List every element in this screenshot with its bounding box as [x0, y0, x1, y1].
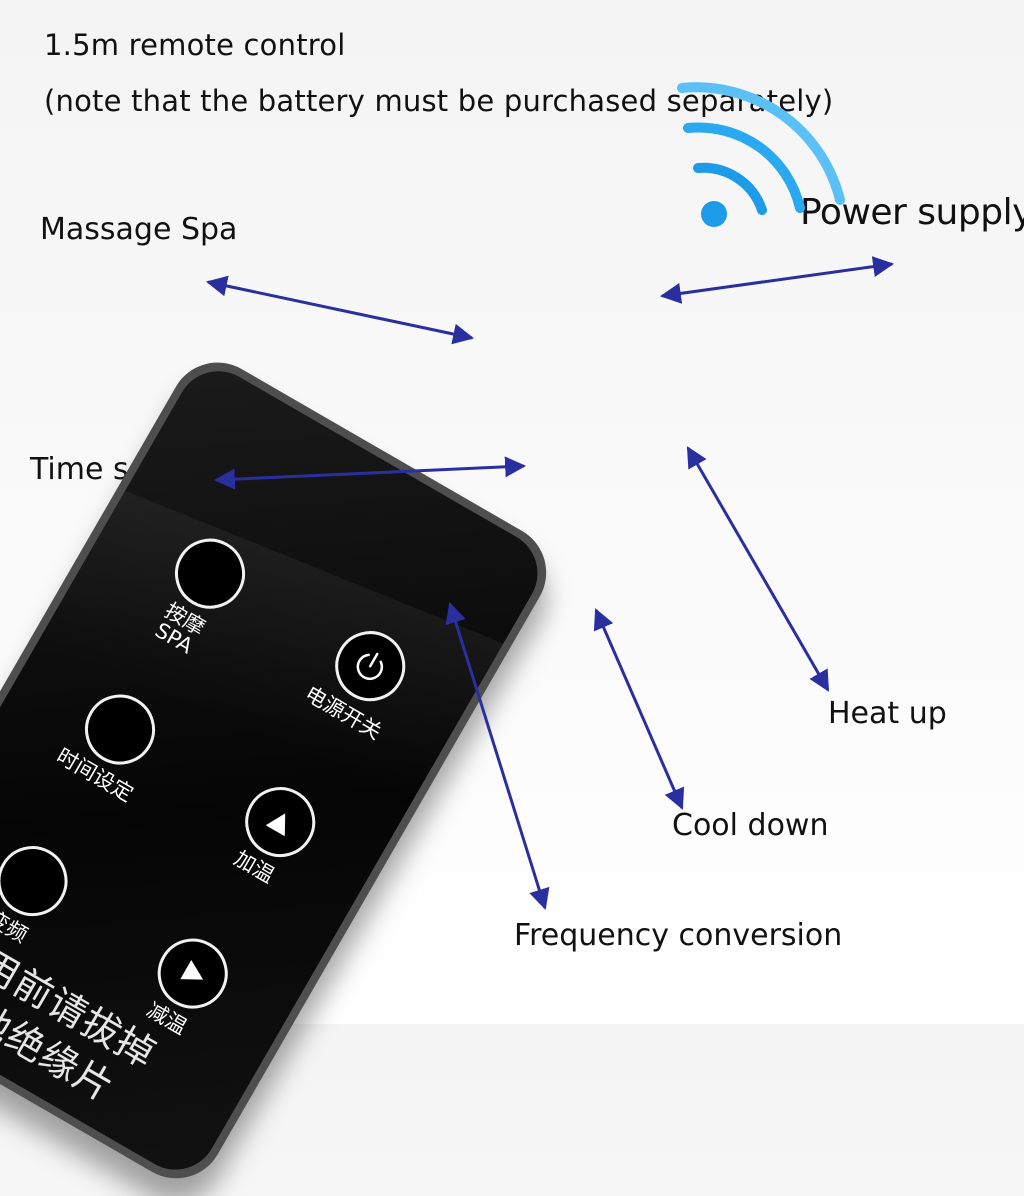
power-icon — [356, 652, 384, 681]
triangle-icon — [180, 960, 204, 980]
arrow-cool-down — [593, 608, 685, 810]
label-frequency-conversion: Frequency conversion — [514, 918, 843, 953]
label-heat-up: Heat up — [828, 696, 947, 731]
title-line: 1.5m remote control — [44, 28, 346, 62]
arrow-power-supply — [659, 256, 895, 304]
arrow-massage-spa — [205, 275, 475, 345]
triangle-icon — [265, 813, 286, 837]
label-cool-down: Cool down — [672, 808, 829, 843]
remote-control: 按摩 SPA 电源开关 时间设定 加温 变频 减温 — [0, 345, 564, 1196]
cool-down-button[interactable] — [144, 925, 241, 1022]
arrow-heat-up — [686, 446, 830, 692]
power-button[interactable] — [322, 618, 419, 714]
label-power-supply: Power supply — [800, 192, 1024, 233]
heat-up-button[interactable] — [232, 774, 329, 870]
label-massage-spa: Massage Spa — [40, 212, 238, 247]
battery-note: (note that the battery must be purchased… — [44, 84, 834, 118]
remote-face: 按摩 SPA 电源开关 时间设定 加温 变频 减温 — [0, 355, 553, 1185]
